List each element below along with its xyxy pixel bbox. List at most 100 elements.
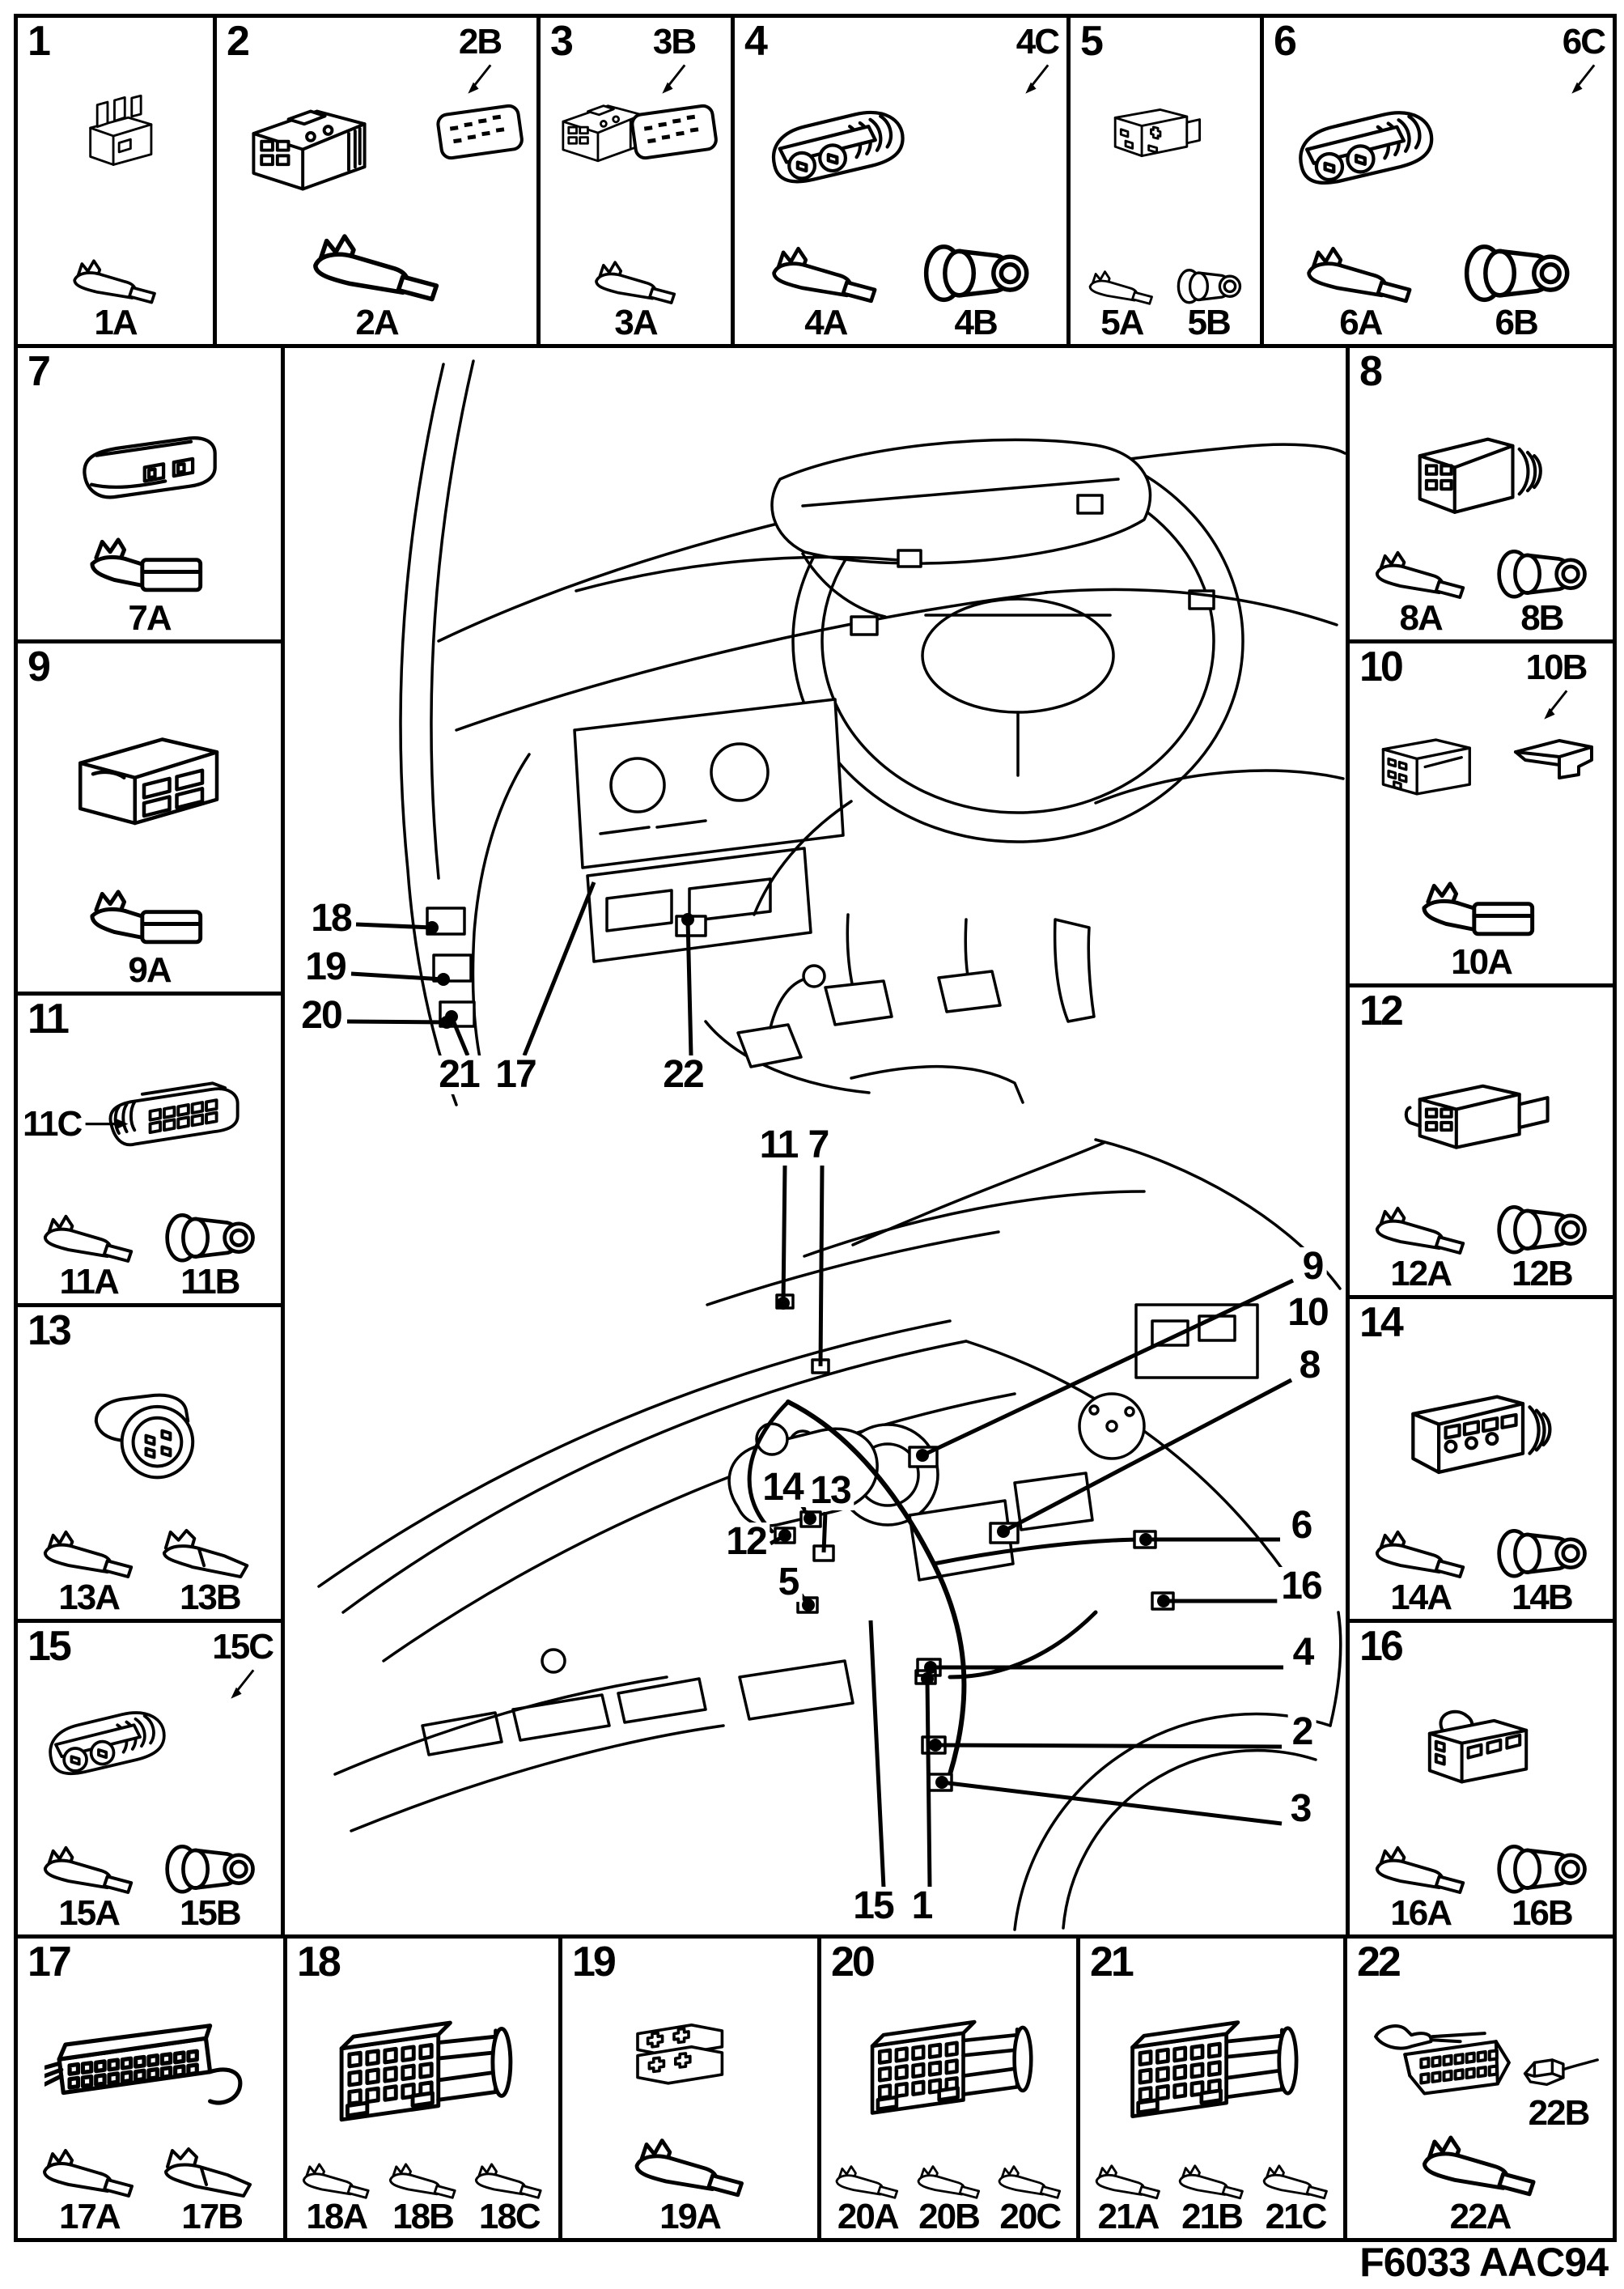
cell-number: 13 [28, 1307, 72, 1354]
part-label: 12A [1390, 1254, 1452, 1293]
part-15A: 15A [37, 1841, 141, 1931]
part-4B: 4B [915, 238, 1037, 341]
callout-interior-21: 21 [435, 1055, 483, 1094]
part-7A: 7A [84, 532, 214, 636]
part-21C: 21C [1258, 2161, 1334, 2236]
arrow-icon [468, 64, 492, 94]
ecu-connector-art [45, 2009, 254, 2124]
seal-part-icon [1497, 1204, 1588, 1255]
terminal-part-icon [1307, 246, 1412, 304]
annotation-label: 4C [1016, 22, 1060, 62]
cube-connector-art [1093, 92, 1209, 173]
part-16A: 16A [1369, 1841, 1473, 1931]
annotation-4C: 4C [1016, 22, 1060, 97]
cell-number: 3 [550, 18, 574, 65]
cell-parts-row: 13A 13B [24, 1526, 274, 1616]
arrow-icon [1571, 64, 1596, 94]
terminal-part-icon [1088, 270, 1154, 305]
cell-parts-row: 17A 17B [24, 2144, 277, 2235]
callout-engine-13: 13 [806, 1472, 854, 1510]
callout-engine-8: 8 [1295, 1346, 1324, 1385]
flagterm-part-icon [90, 890, 203, 945]
part-label: 14B [1511, 1578, 1574, 1617]
part-17A: 17A [36, 2144, 142, 2235]
cell-parts-row: 19A [569, 2133, 811, 2235]
cell-number: 7 [28, 348, 51, 395]
cell-number: 21 [1090, 1939, 1134, 1985]
part-label: 17A [58, 2197, 121, 2236]
cell-parts-row: 7A [24, 532, 274, 636]
callout-engine-14: 14 [758, 1468, 807, 1507]
lowbox-connector-art [62, 418, 234, 537]
multipin-connector-art [1119, 2009, 1301, 2132]
annotation-label: 11C [23, 1103, 83, 1144]
part-6B: 6B [1456, 238, 1577, 341]
part-17B: 17B [159, 2144, 265, 2235]
annotation-label: 3B [652, 22, 697, 62]
cell-number: 12 [1359, 987, 1404, 1034]
tower-connector-art [1281, 92, 1454, 214]
part-label: 13A [58, 1578, 121, 1617]
tower-connector-art [754, 92, 925, 212]
part-5B: 5B [1172, 265, 1246, 341]
part-label: 18C [478, 2197, 541, 2236]
cell-number: 2 [227, 18, 250, 65]
flagterm-part-icon [90, 537, 203, 592]
cell-19: 19 19A [558, 1934, 821, 2242]
part-label: 14A [1390, 1578, 1452, 1617]
part-21B: 21B [1174, 2161, 1249, 2236]
flagterm-part-icon [1422, 881, 1535, 936]
part-label: 18B [392, 2197, 455, 2236]
terminal-part-icon [43, 1531, 133, 1579]
part-19A: 19A [627, 2133, 753, 2235]
part-label: 8B [1520, 598, 1564, 638]
part-21A: 21A [1091, 2161, 1166, 2236]
terminal-part-icon [917, 2165, 980, 2199]
seal-part-icon [165, 1844, 256, 1894]
gasket-part-icon [436, 104, 524, 160]
part-label: 6B [1495, 303, 1539, 342]
annotation-2B: 2B [431, 24, 528, 164]
seal-part-icon [923, 244, 1029, 302]
housing-connector-icon [562, 104, 643, 163]
part-label: 11A [59, 1262, 120, 1302]
part-10A: 10A [1416, 876, 1546, 980]
part-3A: 3A [589, 257, 683, 341]
callout-engine-7: 7 [804, 1126, 833, 1165]
cell-number: 1 [28, 18, 51, 65]
part-label: 20A [837, 2197, 900, 2236]
seal-part-icon [165, 1212, 256, 1263]
fusebox-connector-art [64, 92, 179, 172]
part-18B: 18B [384, 2159, 462, 2235]
part-13B: 13B [158, 1526, 261, 1616]
part-label: 19A [659, 2197, 722, 2236]
part-22A: 22A [1414, 2130, 1546, 2235]
round-connector-art [67, 1379, 228, 1492]
cell-number: 15 [28, 1623, 72, 1670]
callout-interior-20: 20 [297, 996, 346, 1035]
multipin-connector-icon [870, 2019, 1033, 2115]
callout-engine-3: 3 [1286, 1790, 1315, 1828]
part-label: 16B [1511, 1893, 1574, 1933]
seal-part-icon [1464, 244, 1570, 302]
annotation-3B: 3B [625, 24, 723, 164]
arrow-icon [230, 1669, 254, 1699]
terminal-part-icon [312, 234, 439, 302]
part-20A: 20A [831, 2162, 904, 2235]
cell-number: 19 [572, 1939, 617, 1985]
part-label: 2A [355, 303, 399, 342]
lowbox-connector-icon [83, 436, 217, 499]
terminal-part-icon [634, 2138, 744, 2197]
